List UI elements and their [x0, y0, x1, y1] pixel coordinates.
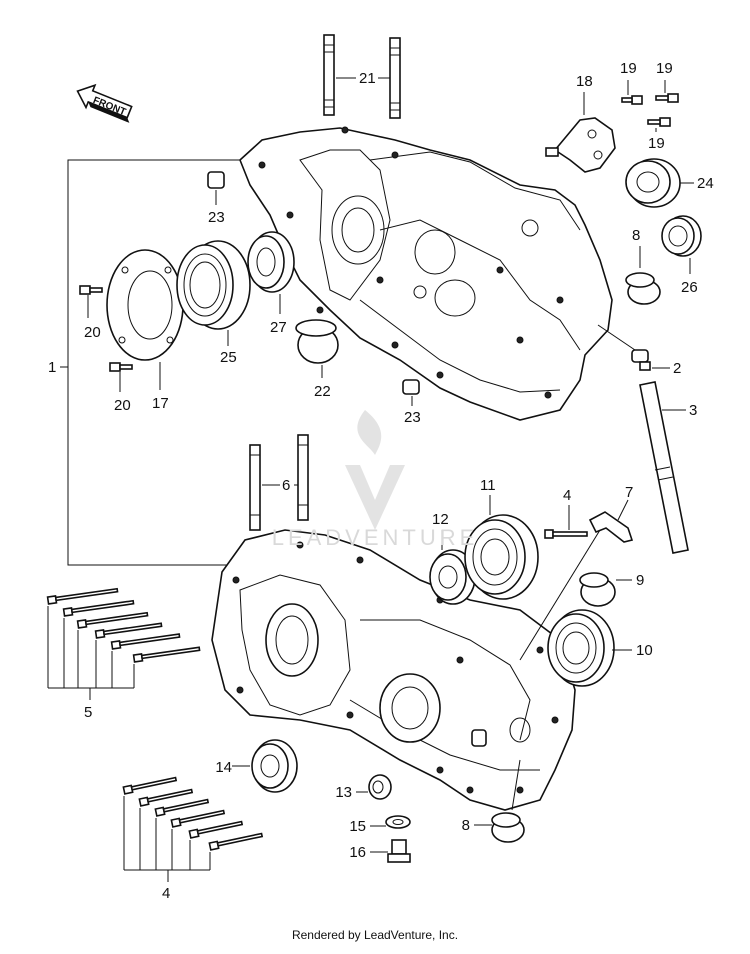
- callout-19-b: 19: [656, 60, 673, 77]
- bolt-19-b: [655, 93, 679, 103]
- drain-plug-16: [387, 839, 411, 863]
- oil-seal-13: [368, 774, 392, 800]
- leadventure-watermark: LEADVENTURE: [272, 410, 479, 550]
- lower-crankcase-half: [211, 529, 576, 811]
- bolt-4-single: [544, 529, 588, 539]
- callout-1: 1: [48, 359, 56, 376]
- collar-8-upper: [625, 272, 661, 305]
- dowel-pin-23-lower: [402, 379, 420, 395]
- callout-19-a: 19: [620, 60, 637, 77]
- callout-25: 25: [220, 349, 237, 366]
- callout-23-upper: 23: [208, 209, 225, 226]
- callout-15: 15: [349, 818, 366, 835]
- callout-12: 12: [432, 511, 449, 528]
- callout-11: 11: [480, 477, 496, 494]
- watermark-text: LEADVENTURE: [272, 525, 479, 550]
- front-arrow-icon: FRONT: [76, 83, 133, 123]
- callout-26: 26: [681, 279, 698, 296]
- oil-seal-27: [247, 231, 295, 293]
- callout-4-single: 4: [563, 487, 571, 504]
- callout-10: 10: [636, 642, 653, 659]
- bracket-18: [545, 117, 616, 173]
- callout-6: 6: [282, 477, 290, 494]
- retainer-plate-17: [106, 249, 184, 361]
- callout-7: 7: [625, 484, 633, 501]
- clamp-7: [588, 511, 634, 543]
- callout-20-upper: 20: [84, 324, 101, 341]
- callout-5: 5: [84, 704, 92, 721]
- footer-credit: Rendered by LeadVenture, Inc.: [291, 928, 459, 942]
- collar-8-lower: [491, 812, 525, 843]
- callout-9: 9: [636, 572, 644, 589]
- washer-15: [385, 815, 411, 829]
- needle-bearing-26: [661, 215, 702, 257]
- callout-20-lower: 20: [114, 397, 131, 414]
- oil-seal-12: [429, 549, 476, 605]
- bolt-set-5: [46, 587, 201, 663]
- callout-13: 13: [335, 784, 352, 801]
- callout-3: 3: [689, 402, 697, 419]
- dowel-pin-23-upper: [207, 171, 225, 189]
- callout-8-upper: 8: [632, 227, 640, 244]
- bearing-11: [464, 514, 539, 600]
- bolt-19-c: [647, 117, 671, 127]
- stud-6-pair: [249, 434, 309, 531]
- collar-22: [295, 319, 339, 364]
- bearing-10: [547, 609, 615, 687]
- callout-24: 24: [697, 175, 714, 192]
- callout-23-lower: 23: [404, 409, 421, 426]
- bolt-set-4: [122, 776, 264, 851]
- callout-27: 27: [270, 319, 287, 336]
- callout-14: 14: [215, 759, 232, 776]
- bolt-20-lower: [109, 362, 133, 372]
- breather-fitting-2: [631, 349, 651, 371]
- callout-2: 2: [673, 360, 681, 377]
- callout-21: 21: [359, 70, 376, 87]
- callout-18: 18: [576, 73, 593, 90]
- callout-16: 16: [349, 844, 366, 861]
- breather-hose-3: [639, 381, 689, 554]
- bearing-24: [625, 158, 681, 208]
- bolt-20-upper: [79, 285, 103, 295]
- upper-crankcase-half: [239, 126, 613, 421]
- callout-19-c: 19: [648, 135, 665, 152]
- bearing-25: [176, 240, 251, 330]
- oil-seal-14: [251, 739, 298, 793]
- callout-8-lower: 8: [462, 817, 470, 834]
- bolt-19-a: [621, 95, 643, 105]
- callout-22: 22: [314, 383, 331, 400]
- collar-9: [579, 572, 616, 607]
- callout-4-lower: 4: [162, 885, 170, 902]
- callout-17: 17: [152, 395, 169, 412]
